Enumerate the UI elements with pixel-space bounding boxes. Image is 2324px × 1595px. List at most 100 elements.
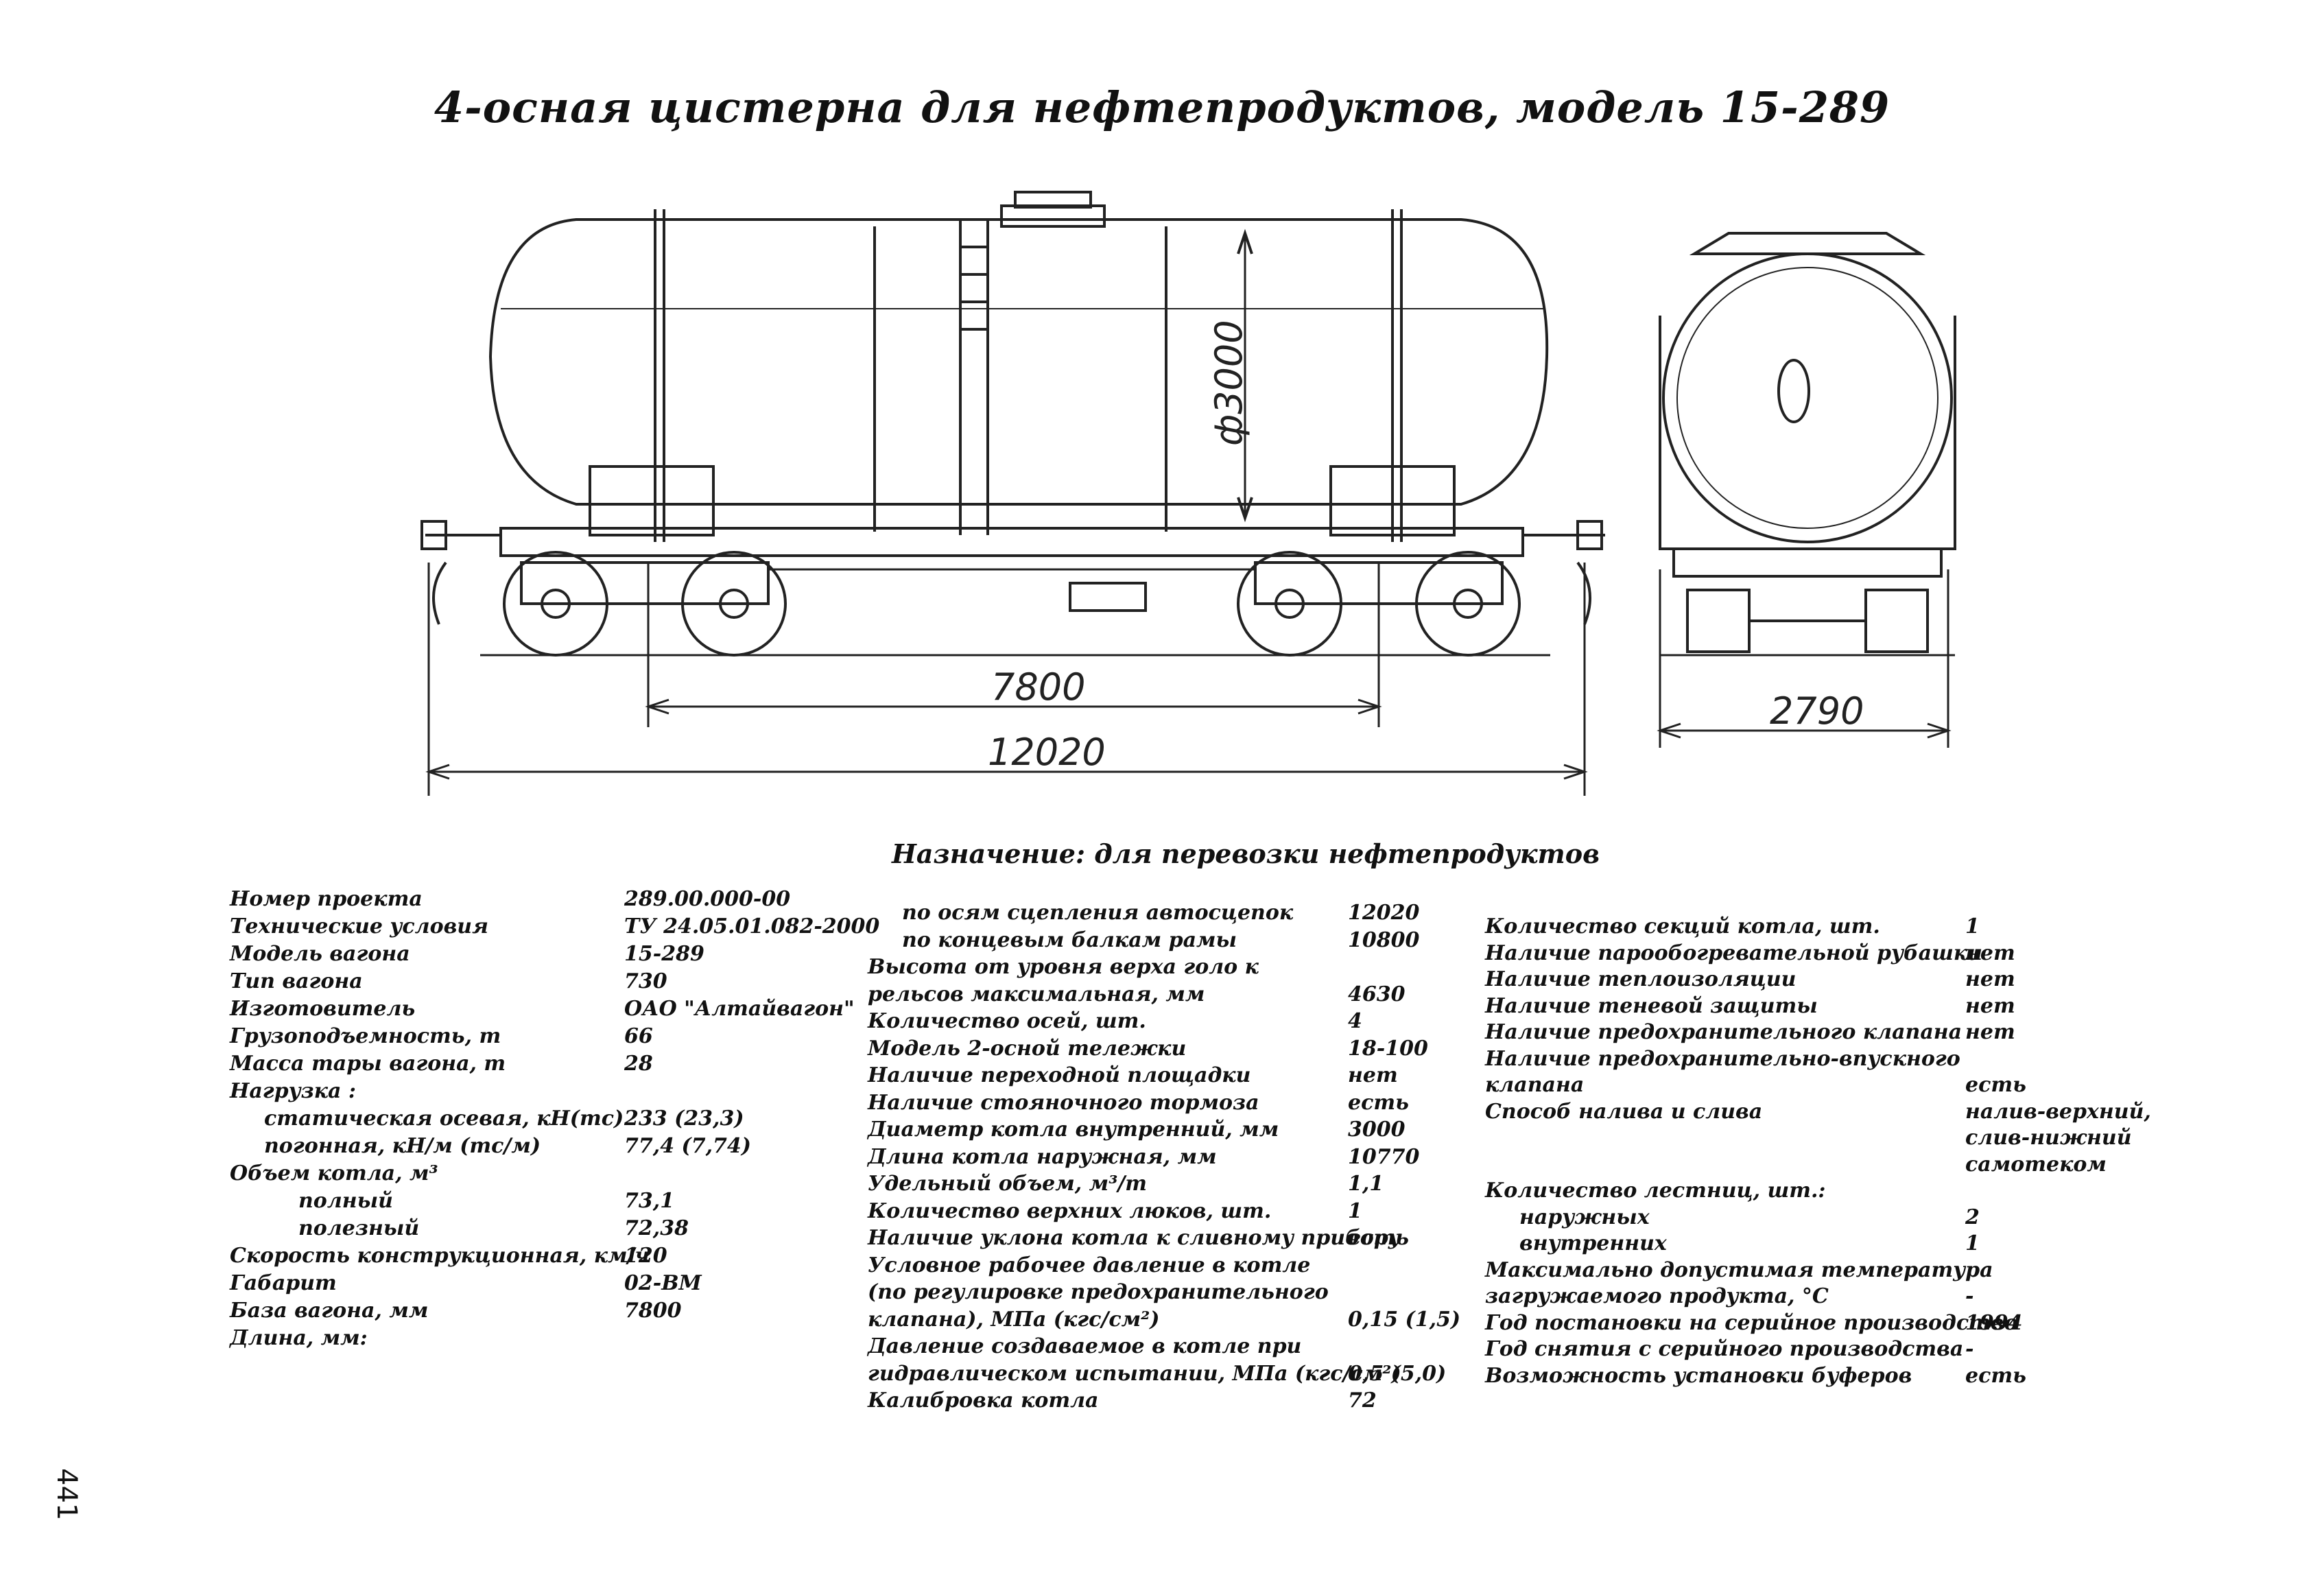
col3-label: Год постановки на серийное производство [1485, 1310, 2018, 1335]
col2-label: Калибровка котла [868, 1389, 1099, 1413]
col3-label: Количество секций котла, шт. [1485, 914, 1880, 938]
col3-value: слив-нижний [1965, 1126, 2132, 1150]
col3-label: клапана [1485, 1073, 1585, 1097]
col1-value: 72,38 [624, 1216, 689, 1240]
col1-value: 289.00.000-00 [624, 887, 791, 911]
col3-label: Максимально допустимая температура [1485, 1257, 1993, 1282]
col1-label: Модель вагона [230, 942, 410, 966]
col3-value: нет [1965, 941, 2015, 965]
col1-value: 28 [624, 1052, 653, 1076]
col2-label: (по регулировке предохранительного [868, 1280, 1329, 1304]
col2-label: Количество верхних люков, шт. [868, 1198, 1272, 1223]
col1-value: 233 (23,3) [624, 1107, 744, 1131]
col2-label: Давление создаваемое в котле при [868, 1334, 1302, 1358]
col2-label: Удельный объем, м³/т [868, 1172, 1148, 1196]
col1-value: 120 [624, 1244, 667, 1268]
diameter-dimension: ф3000 [1207, 320, 1250, 446]
col1-label: База вагона, мм [230, 1299, 429, 1323]
col1-label: Грузоподъемность, т [230, 1024, 501, 1048]
col1-value: 15-289 [624, 942, 704, 966]
col3-value: 2 [1965, 1205, 1980, 1229]
col2-label: рельсов максимальная, мм [868, 982, 1205, 1006]
col2-value: 72 [1348, 1389, 1377, 1413]
col3-label: Наличие предохранительного клапана [1485, 1020, 1963, 1044]
width-dimension: 2790 [1770, 689, 1864, 733]
col3-value: 1 [1965, 914, 1980, 938]
col3-label: Возможность установки буферов [1485, 1363, 1912, 1388]
col1-label: погонная, кН/м (тс/м) [264, 1134, 541, 1158]
col1-label: Номер проекта [230, 887, 423, 911]
col3-label: Наличие предохранительно-впускного [1485, 1046, 1960, 1071]
col1-value: 7800 [624, 1299, 682, 1323]
col2-value: 1,1 [1348, 1172, 1384, 1196]
col2-value: нет [1348, 1063, 1398, 1087]
col1-value: 73,1 [624, 1189, 675, 1213]
col2-value: 0,5 (5,0) [1348, 1361, 1447, 1386]
col1-label: Скорость конструкционная, км/ч [230, 1244, 650, 1268]
col3-label: Наличие теневой защиты [1485, 993, 1818, 1018]
col2-value: 4 [1348, 1009, 1362, 1033]
col1-label: статическая осевая, кН(тс) [264, 1107, 624, 1131]
col1-value: 77,4 (7,74) [624, 1134, 751, 1158]
col3-value: самотеком [1965, 1152, 2107, 1177]
col2-label: Высота от уровня верха голо к [868, 955, 1259, 979]
col3-label: Способ налива и слива [1485, 1099, 1763, 1124]
col2-value: 10800 [1348, 928, 1420, 952]
col3-value: нет [1965, 1020, 2015, 1044]
col1-value: 66 [624, 1024, 653, 1048]
side-view-bogies [480, 551, 1550, 657]
col1-value: ТУ 24.05.01.082-2000 [624, 914, 880, 938]
col3-value: налив-верхний, [1965, 1099, 2151, 1124]
col2-label: Диаметр котла внутренний, мм [868, 1118, 1279, 1142]
end-view [1659, 232, 1956, 657]
col2-label: Условное рабочее давление в котле [868, 1253, 1311, 1277]
col2-value: 10770 [1348, 1144, 1420, 1169]
col1-label: Длина, мм: [230, 1326, 368, 1350]
col1-value: 730 [624, 969, 667, 993]
col1-label: Объем котла, м³ [230, 1161, 438, 1185]
col2-label: гидравлическом испытании, МПа (кгс/см²) [868, 1361, 1401, 1386]
col2-value: есть [1348, 1090, 1409, 1115]
col2-label: по осям сцепления автосцепок [902, 901, 1294, 925]
col1-value: ОАО "Алтайвагон" [624, 997, 855, 1021]
purpose-heading: Назначение: для перевозки нефтепродуктов [892, 838, 1600, 869]
col1-label: Тип вагона [230, 969, 363, 993]
col3-label: загружаемого продукта, °С [1485, 1284, 1829, 1308]
col3-label: наружных [1519, 1205, 1650, 1229]
col1-label: Масса тары вагона, т [230, 1052, 506, 1076]
col3-value: 1 [1965, 1231, 1980, 1255]
length-dimension: 12020 [988, 731, 1106, 774]
col1-label: полезный [298, 1216, 420, 1240]
col1-label: Габарит [230, 1271, 337, 1295]
col3-value: - [1965, 1337, 1974, 1361]
col3-value: есть [1965, 1073, 2026, 1097]
col2-value: 1 [1348, 1198, 1362, 1223]
col2-label: Наличие стояночного тормоза [868, 1090, 1259, 1115]
col3-label: Наличие теплоизоляции [1485, 967, 1797, 991]
col3-label: внутренних [1519, 1231, 1667, 1255]
col2-label: клапана), МПа (кгс/см²) [868, 1307, 1160, 1332]
col2-value: 18-100 [1348, 1036, 1428, 1061]
col3-label: Год снятия с серийного производства [1485, 1337, 1964, 1361]
col1-label: Нагрузка : [230, 1079, 356, 1103]
col3-label: Количество лестниц, шт.: [1485, 1179, 1826, 1203]
col1-label: Изготовитель [230, 997, 416, 1021]
side-view-frame [420, 520, 1605, 625]
col2-value: 3000 [1348, 1118, 1406, 1142]
page-title: 4-осная цистерна для нефтепродуктов, мод… [434, 82, 1890, 132]
col2-label: Модель 2-осной тележки [868, 1036, 1187, 1061]
col2-label: Длина котла наружная, мм [868, 1144, 1217, 1169]
col3-label: Наличие парообогревательной рубашки [1485, 941, 1982, 965]
col1-value: 02-ВМ [624, 1271, 702, 1295]
col1-label: Технические условия [230, 914, 488, 938]
page-number: 441 [51, 1468, 82, 1521]
dimension-lines [425, 563, 1952, 796]
col2-label: Наличие уклона котла к сливному прибору [868, 1226, 1401, 1250]
col3-value: нет [1965, 993, 2015, 1018]
col2-label: по концевым балкам рамы [902, 928, 1237, 952]
col1-label: полный [298, 1189, 393, 1213]
col3-value: 1994 [1965, 1310, 2023, 1335]
